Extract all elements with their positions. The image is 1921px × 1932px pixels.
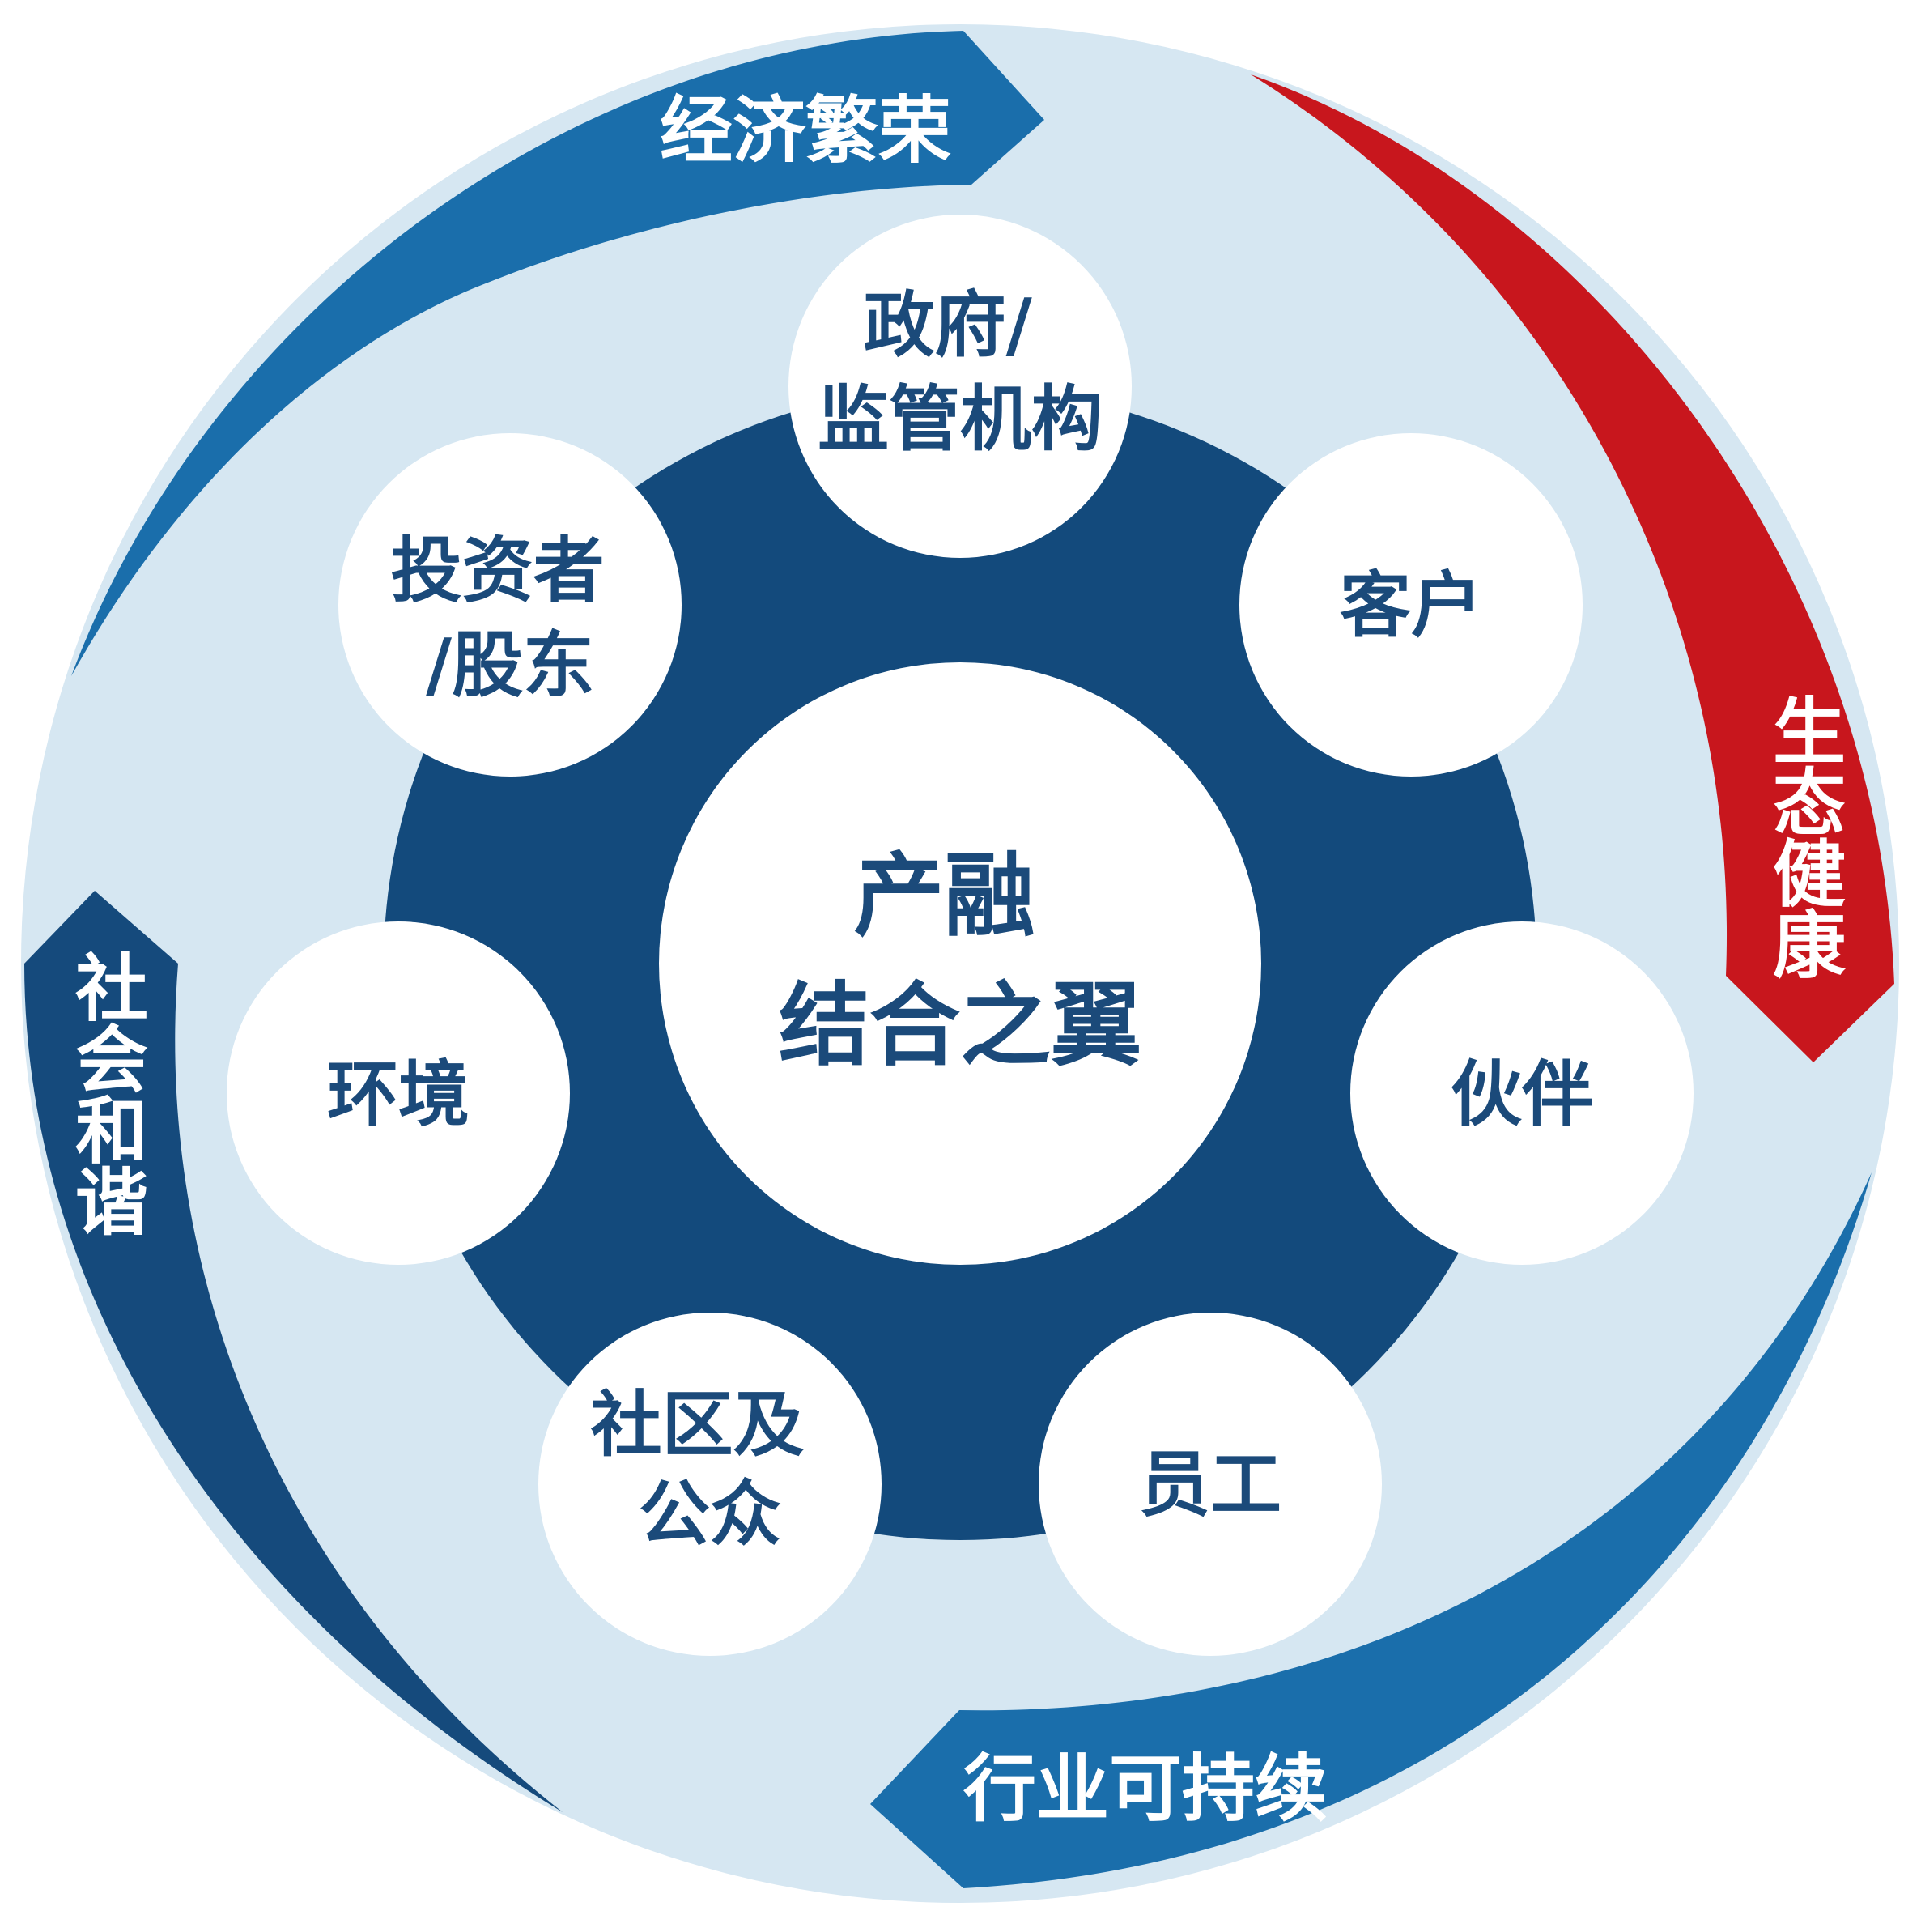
social-harmony-label: 社会和谐 — [75, 947, 148, 1245]
node-label: 员工 — [1139, 1443, 1281, 1526]
vertical-label-char: 会 — [75, 1018, 148, 1103]
node-label: 投资者 — [391, 529, 605, 612]
economic-prosperity-label: 经济繁荣 — [660, 88, 951, 173]
svg-text:社区及 公众: 社区及 公众 — [591, 1383, 830, 1555]
node-label: 政府/ — [864, 283, 1033, 367]
svg-text:员工: 员工 — [1139, 1443, 1281, 1526]
node-label: 监管机构 — [818, 377, 1103, 461]
stakeholder-customers: 客户 — [1239, 433, 1583, 777]
node-label: /股东 — [426, 623, 594, 707]
stakeholder-environment: 环境 — [227, 921, 570, 1265]
node-label: 环境 — [327, 1053, 470, 1136]
stakeholder-partners: 伙伴 — [1350, 921, 1694, 1265]
stakeholder-investors: 投资者 /股东 — [338, 433, 682, 777]
node-label: 社区及 — [591, 1383, 805, 1466]
ecosystem-health-arrow — [1251, 74, 1894, 1062]
svg-text:投资者 /股东: 投资者 /股东 — [391, 529, 630, 707]
center-circle — [659, 662, 1261, 1265]
stakeholder-employees: 员工 — [1039, 1313, 1382, 1656]
vertical-label-char: 健 — [1773, 832, 1846, 917]
svg-text:环境: 环境 — [327, 1053, 470, 1136]
center-title: 产融 结合之翼 — [779, 844, 1141, 1079]
node-label: 公众 — [639, 1472, 781, 1555]
node-label: 伙伴 — [1451, 1053, 1593, 1136]
svg-text:客户: 客户 — [1340, 564, 1482, 647]
vertical-label-char: 和 — [75, 1089, 148, 1174]
node-label: 客户 — [1340, 564, 1482, 647]
economic-prosperity-arrow — [71, 31, 1044, 676]
center-title-line: 产融 — [854, 844, 1035, 949]
industry-sustainability-label: 行业可持续 — [963, 1747, 1328, 1832]
center-title-line: 结合之翼 — [779, 973, 1141, 1079]
industry-sustainability-arrow — [870, 1172, 1872, 1888]
ecosystem-health-label: 生态健康 — [1773, 690, 1846, 989]
social-harmony-arrow — [24, 891, 563, 1812]
vertical-label-char: 社 — [75, 947, 148, 1032]
stakeholder-government: 政府/ 监管机构 — [788, 215, 1132, 558]
vertical-label-char: 生 — [1773, 690, 1846, 775]
vertical-label-char: 康 — [1773, 904, 1846, 989]
stakeholder-community: 社区及 公众 — [538, 1313, 882, 1656]
vertical-label-char: 谐 — [75, 1160, 148, 1245]
svg-text:伙伴: 伙伴 — [1451, 1053, 1593, 1136]
svg-text:政府/ 监管机构: 政府/ 监管机构 — [818, 283, 1103, 461]
vertical-label-char: 态 — [1773, 761, 1846, 846]
